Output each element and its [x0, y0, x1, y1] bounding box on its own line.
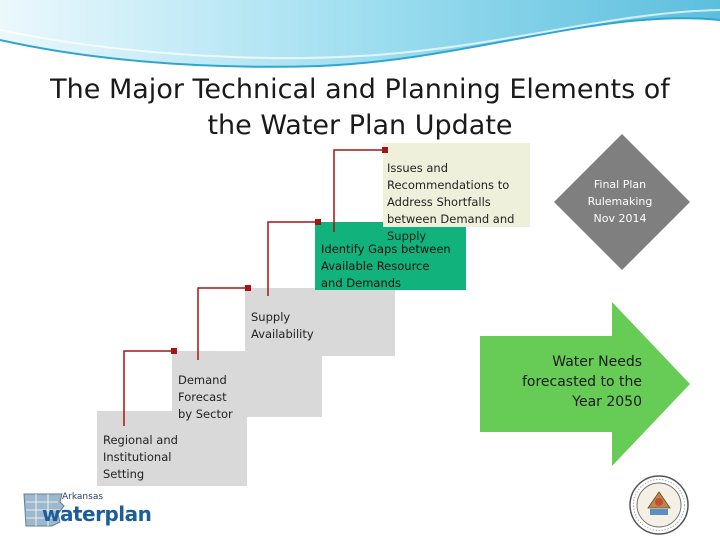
step-identify-gaps: Identify Gaps between Available Resource…: [315, 222, 466, 290]
step-issues-recommendations: Issues and Recommendations to Address Sh…: [383, 143, 530, 243]
connector-dot: [171, 348, 177, 354]
step-label: Issues and Recommendations to Address Sh…: [387, 161, 515, 243]
arkansas-waterplan-logo: Arkansas waterplan: [14, 490, 164, 536]
step-label: Regional and Institutional Setting: [103, 433, 178, 481]
step-label: Identify Gaps between Available Resource…: [321, 242, 451, 290]
step-regional-setting: Regional and Institutional Setting: [97, 411, 247, 486]
arkansas-map-icon: [23, 493, 65, 527]
slide-title: The Major Technical and Planning Element…: [50, 74, 670, 141]
step-label: Demand Forecast by Sector: [178, 373, 233, 421]
logo-main-text: waterplan: [42, 502, 152, 526]
connector-dot: [382, 147, 388, 153]
final-plan-diamond: [554, 134, 690, 270]
connector-dot: [245, 285, 251, 291]
state-seal-icon: [629, 475, 689, 535]
logo-state-text: Arkansas: [62, 492, 104, 502]
connector-1: [123, 350, 174, 426]
connector-4: [333, 149, 385, 232]
step-supply-availability: Supply Availability: [245, 288, 395, 356]
header-wave: [0, 0, 720, 68]
step-demand-forecast: Demand Forecast by Sector: [172, 351, 322, 421]
connector-dot: [315, 219, 321, 225]
water-needs-label: Water Needs forecasted to the Year 2050: [521, 354, 642, 410]
step-label: Supply Availability: [251, 310, 314, 341]
connector-3: [267, 221, 318, 296]
water-needs-arrow: [480, 302, 690, 466]
final-plan-label: Final Plan Rulemaking Nov 2014: [587, 178, 653, 225]
connector-2: [197, 287, 248, 360]
